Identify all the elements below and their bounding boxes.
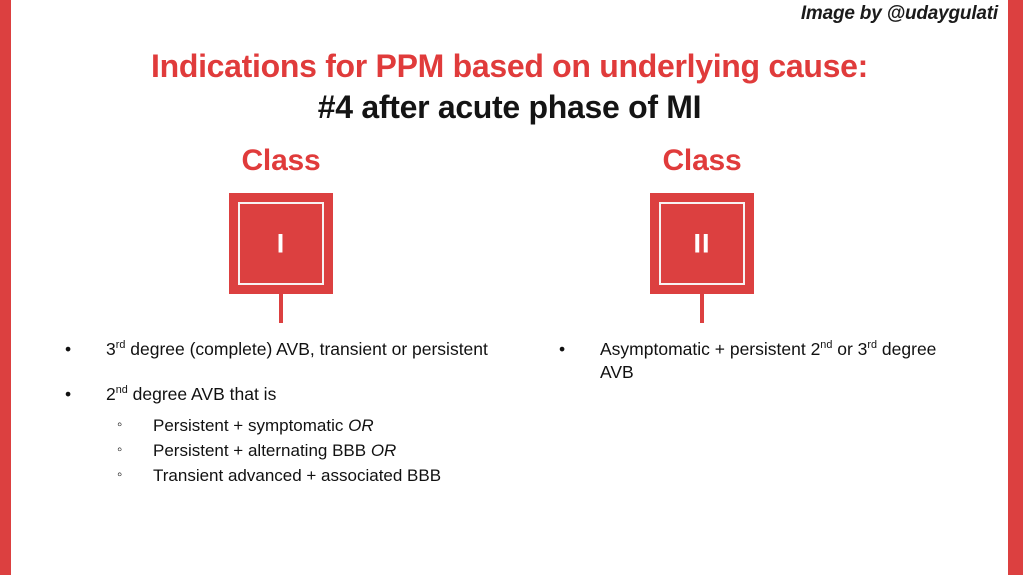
class-numeral-2: II [693,228,711,258]
bullet-text-superscript: nd [820,339,833,352]
class-numeral-1: I [276,228,286,258]
sub-bullet-emphasis: OR [348,415,374,435]
right-accent-bar [1008,0,1023,575]
sub-bullet-text: Transient advanced + associated BBB [153,465,442,485]
class-column-1: Class I [181,146,381,323]
bullet-text-prefix: Asymptomatic + persistent 2 [600,339,821,359]
class-stem-1 [279,294,283,323]
left-accent-bar [0,0,11,575]
class-box-2: II [650,193,754,294]
bullet-text-prefix: 3 [106,339,116,359]
bullet-text-prefix: 2 [106,384,116,405]
bullet-marker-icon: • [65,339,72,359]
sub-bullet-marker-icon: ◦ [117,465,123,483]
sub-bullet-text: Persistent + alternating BBB [153,440,371,460]
sub-bullet-marker-icon: ◦ [117,440,123,458]
page-title: Indications for PPM based on underlying … [11,46,1008,128]
sub-list-item: ◦ Persistent + symptomatic OR [106,413,538,438]
bullet-text-prefix-2: 3 [857,339,868,359]
bullet-text-body: degree (complete) AVB, transient or pers… [125,339,488,359]
sub-bullet-emphasis: OR [370,440,397,460]
class-label-1: Class [241,144,321,177]
content-column-2: • Asymptomatic + persistent 2nd or 3rd d… [552,338,952,407]
class-column-2: Class II [602,146,802,323]
list-item: • Asymptomatic + persistent 2nd or 3rd d… [552,338,952,385]
list-item: • 2nd degree AVB that is ◦ Persistent + … [58,383,538,488]
bullet-marker-icon: • [559,339,566,359]
bullet-marker-icon: • [65,384,72,405]
class-box-inner-frame-1 [238,202,324,285]
class-label-2: Class [662,144,742,177]
bullet-text-superscript: rd [115,339,126,352]
title-line-primary: Indications for PPM based on underlying … [151,48,868,84]
bullet-text-body: or [832,339,853,359]
content-column-1: • 3rd degree (complete) AVB, transient o… [58,338,538,492]
bullet-text-body: degree AVB that is [127,384,277,405]
class-stem-2 [700,294,704,323]
sub-list-item: ◦ Transient advanced + associated BBB [106,463,538,488]
bullet-text-superscript-2: rd [867,339,878,352]
sub-list-item: ◦ Persistent + alternating BBB OR [106,438,538,463]
sub-bullet-list-1: ◦ Persistent + symptomatic OR ◦ Persiste… [106,413,538,488]
bullet-text-body-2: degree AVB [600,339,937,383]
class-box-inner-frame-2 [659,202,745,285]
list-item: • 3rd degree (complete) AVB, transient o… [58,338,538,361]
title-line-secondary: #4 after acute phase of MI [317,88,702,125]
bullet-list-1: • 3rd degree (complete) AVB, transient o… [58,338,538,488]
image-credit: Image by @udaygulati [800,3,998,24]
sub-bullet-marker-icon: ◦ [117,415,123,433]
bullet-list-2: • Asymptomatic + persistent 2nd or 3rd d… [552,338,952,385]
sub-bullet-text: Persistent + symptomatic [153,415,349,435]
class-box-1: I [229,193,333,294]
bullet-text-superscript: nd [115,384,128,397]
